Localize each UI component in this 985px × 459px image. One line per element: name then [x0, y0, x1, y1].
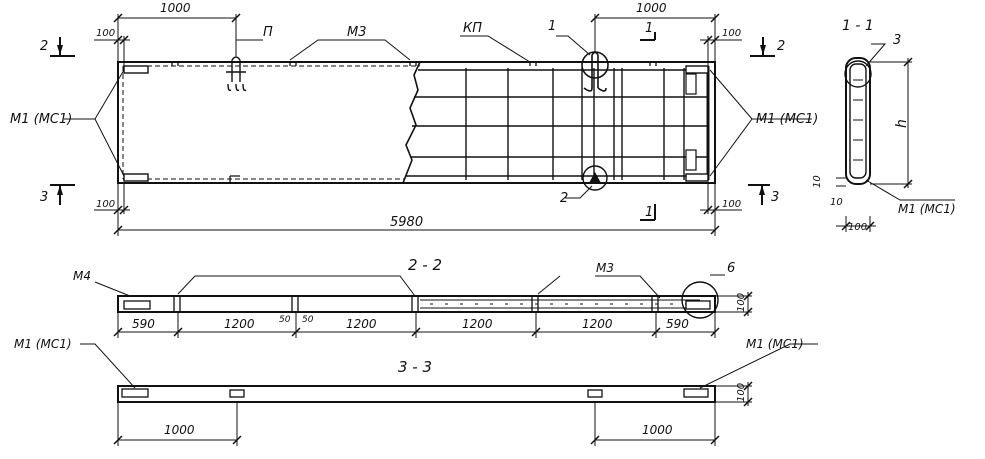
section-3-3: 3 - 3 М1 (МС1) М1 (МС1) 1000 1000 100	[14, 337, 818, 446]
callout-3: 3	[893, 33, 901, 48]
reinforcement-mesh	[406, 66, 710, 180]
label-loop: П	[263, 25, 273, 40]
dim-h: h	[894, 119, 910, 128]
section-3-3-m1-right: М1 (МС1)	[746, 337, 804, 351]
dim-100: 100	[848, 222, 867, 233]
section-mark-2-left: 2	[40, 39, 48, 54]
section-2-2-title: 2 - 2	[408, 256, 442, 274]
section-3-3-dim-height: 100	[736, 383, 747, 402]
detail-1-loop-icon	[581, 51, 609, 92]
section-3-3-dim-right: 1000	[642, 423, 673, 437]
lifting-loop-icon	[226, 56, 247, 92]
section-mark-3-right: 3	[771, 190, 779, 205]
section-2-2-dim-5: 1200	[346, 317, 377, 331]
section-3-3-title: 3 - 3	[398, 358, 432, 376]
section-mark-1-top: 1	[645, 21, 653, 36]
dim-edge-bottom-right: 100	[722, 199, 741, 210]
detail-2-circle	[582, 165, 608, 191]
section-2-2-dim-1: 590	[132, 317, 155, 331]
section-3-3-m1-left: М1 (МС1)	[14, 337, 72, 351]
section-3-3-dim-left: 1000	[164, 423, 195, 437]
dim-edge-bottom-left: 100	[96, 199, 115, 210]
section-2-2-dim-height: 100	[736, 293, 747, 312]
section-2-2: 2 - 2 М4 М3 6 590 1200 50 50 1200 1200 1…	[73, 256, 753, 338]
label-m3: М3	[347, 25, 367, 40]
section-1-1-title: 1 - 1	[842, 18, 874, 34]
label-m1-left: М1 (МС1)	[10, 112, 72, 127]
label-m1-right: М1 (МС1)	[756, 112, 818, 127]
dim-total: 5980	[390, 215, 423, 230]
section-mark-3-left: 3	[40, 190, 48, 205]
callout-6: 6	[727, 261, 735, 276]
dim-edge-top-right: 100	[722, 28, 741, 39]
plan-view: 1000 1000 100 100 100 100 5980 П М3 КП М…	[10, 1, 818, 236]
dim-top-right: 1000	[636, 1, 667, 15]
dim-edge-top-left: 100	[96, 28, 115, 39]
section-2-2-m4: М4	[73, 269, 91, 283]
detail-2-marker	[589, 172, 601, 183]
section-2-2-dim-7: 1200	[582, 317, 613, 331]
dim-top-left: 1000	[160, 1, 191, 15]
section-2-2-dim-8: 590	[666, 317, 689, 331]
section-2-2-dim-6: 1200	[462, 317, 493, 331]
section-mark-2-right: 2	[777, 39, 785, 54]
section-2-2-m3: М3	[596, 261, 614, 275]
section-1-1: 1 - 1 3 h 10 10 100 М1 (МС1)	[812, 18, 956, 233]
dim-10b: 10	[830, 197, 843, 208]
dim-10: 10	[812, 175, 823, 188]
callout-1: 1	[548, 19, 556, 34]
section-2-2-dim-4: 50	[302, 315, 314, 325]
section-2-2-dim-2: 1200	[224, 317, 255, 331]
callout-2: 2	[560, 191, 568, 206]
section-1-1-m1: М1 (МС1)	[898, 202, 956, 216]
section-mark-1-bottom: 1	[645, 205, 653, 220]
label-kp: КП	[463, 21, 482, 36]
section-2-2-dim-3: 50	[279, 315, 291, 325]
